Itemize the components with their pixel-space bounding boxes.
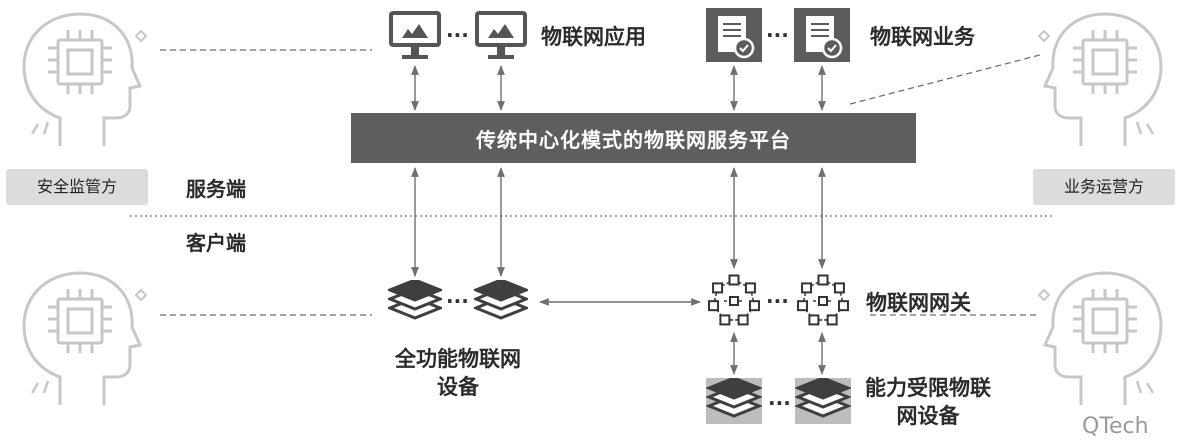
iot-service-platform: 传统中心化模式的物联网服务平台 — [351, 113, 916, 163]
doc-check-mark — [739, 44, 749, 53]
gw-node — [729, 296, 739, 306]
iot-business-doc-icon-2 — [794, 8, 850, 62]
gw-node — [833, 282, 845, 294]
chip-body — [56, 38, 104, 86]
hair-strokes — [1123, 121, 1155, 135]
business-ellipsis: ... — [766, 18, 789, 42]
security-regulator-head-icon — [22, 12, 148, 146]
stack-layer — [388, 280, 442, 302]
hair-strokes — [1123, 380, 1155, 394]
head-profile — [22, 12, 143, 146]
spark — [134, 29, 148, 43]
monitor-neck — [497, 46, 505, 55]
doc-check-mark — [827, 44, 837, 53]
constrained-device-icon-1 — [706, 378, 762, 424]
monitor-base — [402, 55, 428, 59]
apps-ellipsis: ... — [446, 18, 469, 42]
chip-core — [66, 48, 94, 76]
chip-body — [1081, 38, 1129, 86]
chip-core — [66, 307, 94, 335]
stack-layer — [474, 280, 528, 302]
head-outline — [22, 271, 148, 405]
spark — [134, 288, 148, 302]
head-outline — [1037, 271, 1163, 405]
gw-node — [708, 300, 720, 312]
doc-check-circle — [821, 37, 843, 59]
constrained-device-icon-2 — [795, 378, 851, 424]
gateway-network-icon-2 — [797, 274, 849, 326]
monitor-screen — [475, 11, 527, 47]
business-operator-label: 业务运营方 — [1033, 169, 1175, 205]
hair-strokes — [30, 121, 62, 135]
monitor-screen — [389, 11, 441, 47]
device-stack-icon-2 — [474, 280, 528, 320]
gw-node — [808, 314, 820, 326]
devices-ellipsis: ... — [446, 284, 469, 308]
head-outline — [22, 12, 148, 146]
gw-node — [817, 274, 829, 286]
security-regulator-lower-head-icon — [22, 271, 148, 405]
watermark-text: QTech — [1082, 414, 1149, 439]
gw-node — [728, 274, 740, 286]
business-operator-head-icon — [1037, 12, 1163, 146]
monitor-chart — [402, 24, 428, 38]
head-profile — [1042, 271, 1163, 405]
client-side-label: 客户端 — [186, 231, 246, 255]
chip-body — [56, 297, 104, 345]
constrained-devices-label: 能力受限物联网设备 — [865, 376, 991, 428]
hair-strokes — [30, 380, 62, 394]
head-profile — [22, 271, 143, 405]
iot-business-label: 物联网业务 — [870, 25, 975, 49]
security-regulator-label: 安全监管方 — [6, 169, 148, 205]
spark — [1037, 288, 1051, 302]
gateway-network-icon-1 — [708, 274, 760, 326]
gw-node — [826, 314, 838, 326]
iot-business-doc-icon-1 — [706, 8, 762, 62]
gateway-ellipsis: ... — [766, 284, 789, 308]
gw-node — [801, 282, 813, 294]
gw-node — [797, 300, 809, 312]
iot-gateway-label: 物联网网关 — [866, 291, 971, 315]
gw-node — [837, 300, 849, 312]
device-stack-icon-1 — [388, 280, 442, 320]
monitor-neck — [411, 46, 419, 55]
gw-node — [712, 282, 724, 294]
business-operator-lower-head-icon — [1037, 271, 1163, 405]
gw-node — [737, 314, 749, 326]
doc-check-circle — [733, 37, 755, 59]
iot-apps-label: 物联网应用 — [541, 25, 646, 49]
monitor-base — [488, 55, 514, 59]
chip-core — [1091, 48, 1119, 76]
gw-node — [719, 314, 731, 326]
spark — [1037, 29, 1051, 43]
chip-core — [1091, 307, 1119, 335]
head-profile — [1042, 12, 1163, 146]
full-function-devices-label: 全功能物联网设备 — [395, 347, 521, 399]
iot-app-monitor-icon-2 — [475, 11, 527, 59]
iot-app-monitor-icon-1 — [389, 11, 441, 59]
stack-layer — [706, 378, 762, 400]
constrained-ellipsis: ... — [768, 386, 791, 410]
gw-node — [748, 300, 760, 312]
server-side-label: 服务端 — [186, 177, 246, 201]
gw-node — [744, 282, 756, 294]
dash-business-operator — [849, 54, 1041, 105]
head-outline — [1037, 12, 1163, 146]
monitor-chart — [488, 24, 514, 38]
gw-node — [818, 296, 828, 306]
stack-layer — [795, 378, 851, 400]
chip-body — [1081, 297, 1129, 345]
